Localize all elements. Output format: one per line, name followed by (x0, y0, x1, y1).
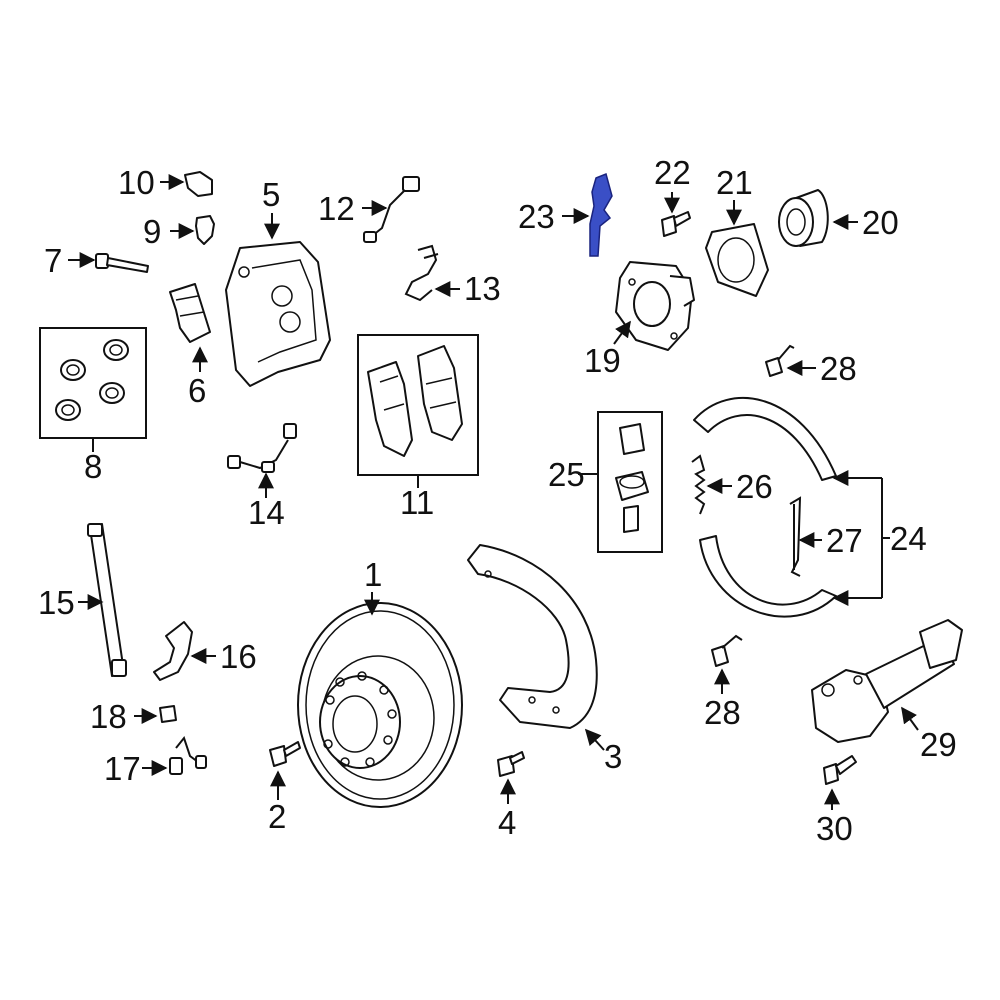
part-28-adjuster-top[interactable] (765, 344, 816, 377)
part-10-clip[interactable] (160, 171, 213, 197)
part-24-shoe-set[interactable] (693, 397, 890, 618)
callout-20: 20 (862, 204, 899, 241)
callout-1: 1 (364, 556, 382, 593)
callout-23: 23 (518, 198, 555, 235)
callout-26: 26 (736, 468, 773, 505)
part-16-bracket[interactable] (153, 621, 216, 681)
part-9-bleeder[interactable] (170, 215, 215, 245)
callout-12: 12 (318, 190, 355, 227)
callout-16: 16 (220, 638, 257, 675)
part-18-clip[interactable] (134, 705, 177, 724)
callout-15: 15 (38, 584, 75, 621)
callout-21: 21 (716, 164, 753, 201)
part-12-wear-sensor[interactable] (362, 176, 420, 243)
callout-10: 10 (118, 164, 155, 201)
part-14-wear-sensor[interactable] (227, 423, 297, 498)
part-27-spring[interactable] (789, 496, 822, 577)
callout-14: 14 (248, 494, 285, 531)
part-1-rotor[interactable] (297, 592, 463, 808)
part-26-spring[interactable] (691, 454, 732, 515)
callout-29: 29 (920, 726, 957, 763)
callout-19: 19 (584, 342, 621, 379)
callout-3: 3 (604, 738, 622, 775)
callout-7: 7 (44, 242, 62, 279)
part-17-sensor[interactable] (142, 735, 207, 776)
callout-28-bottom: 28 (704, 694, 741, 731)
part-7-bolt[interactable] (68, 252, 149, 273)
part-6-shim[interactable] (169, 283, 211, 372)
callout-5: 5 (262, 176, 280, 213)
callout-24: 24 (890, 520, 927, 557)
part-22-bolt[interactable] (661, 192, 691, 237)
callout-25: 25 (548, 456, 585, 493)
part-28-adjuster-bottom[interactable] (711, 634, 743, 694)
part-11-pad-set[interactable] (357, 334, 479, 488)
callout-28-top: 28 (820, 350, 857, 387)
callout-8: 8 (84, 448, 102, 485)
callout-11: 11 (400, 484, 434, 521)
callout-2: 2 (268, 798, 286, 835)
callout-13: 13 (464, 270, 501, 307)
callout-30: 30 (816, 810, 853, 847)
part-13-spring[interactable] (404, 244, 460, 302)
part-8-seal-kit[interactable] (39, 327, 147, 452)
part-29-actuator[interactable] (811, 619, 963, 743)
part-20-bearing[interactable] (778, 189, 858, 247)
part-5-caliper[interactable] (225, 213, 331, 387)
callout-4: 4 (498, 804, 516, 841)
part-15-hose[interactable] (78, 523, 127, 677)
part-30-bolt[interactable] (823, 755, 857, 810)
callout-6: 6 (188, 372, 206, 409)
part-4-bolt[interactable] (497, 751, 525, 804)
callout-17: 17 (104, 750, 141, 787)
part-3-dust-shield[interactable] (467, 544, 605, 751)
part-25-hardware-kit[interactable] (578, 411, 663, 553)
part-21-plate[interactable] (705, 200, 769, 297)
part-19-hub[interactable] (613, 261, 695, 351)
part-23-bracket-highlighted[interactable] (562, 172, 613, 257)
part-2-bolt[interactable] (269, 741, 301, 800)
callout-27: 27 (826, 522, 863, 559)
callout-18: 18 (90, 698, 127, 735)
callout-22: 22 (654, 154, 691, 191)
callout-9: 9 (143, 213, 161, 250)
